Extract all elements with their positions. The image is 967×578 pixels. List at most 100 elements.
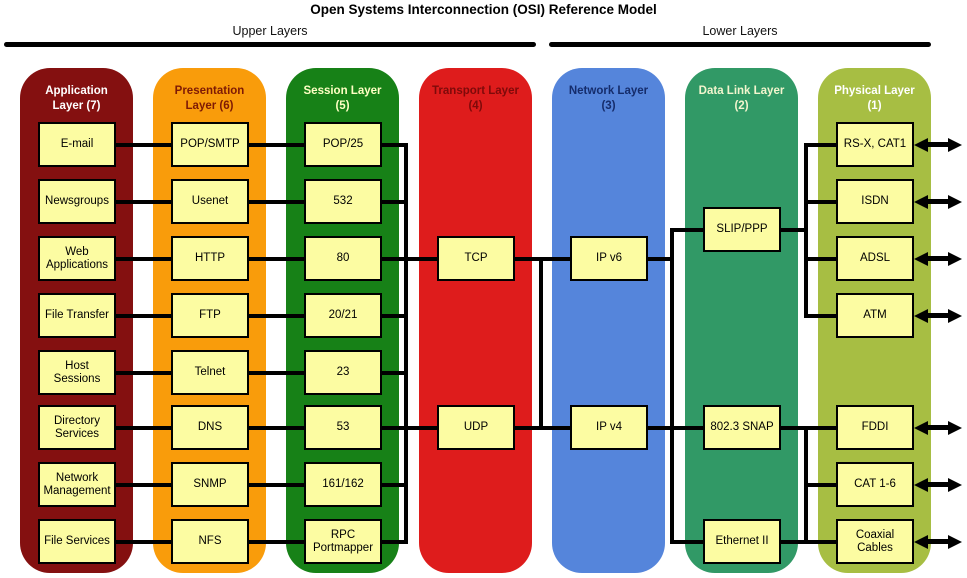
- node-ftp: FTP: [171, 293, 249, 338]
- connector-dns-53: [247, 426, 306, 430]
- node-23: 23: [304, 350, 382, 395]
- node-email: E-mail: [38, 122, 116, 167]
- lower-layers-line: [549, 42, 931, 47]
- node-ip-v6: IP v6: [570, 236, 648, 281]
- node-802-3-snap: 802.3 SNAP: [703, 405, 781, 450]
- lower-layers-label: Lower Layers: [702, 24, 778, 38]
- node-file-transfer: File Transfer: [38, 293, 116, 338]
- node-http: HTTP: [171, 236, 249, 281]
- node-pop-25: POP/25: [304, 122, 382, 167]
- node-snmp: SNMP: [171, 462, 249, 507]
- node-host-sessions: Host Sessions: [38, 350, 116, 395]
- node-adsl: ADSL: [836, 236, 914, 281]
- layer-session-title: Session Layer (5): [303, 85, 382, 112]
- connector-ftp-2021: [247, 314, 306, 318]
- node-ethernet-ii: Ethernet II: [703, 519, 781, 564]
- layer-network: Network Layer (3): [552, 68, 665, 573]
- network-datalink-bus: [670, 228, 674, 544]
- connector-80-bus: [380, 257, 408, 261]
- layer-data-link-title: Data Link Layer (2): [698, 85, 785, 112]
- connector-upperbus-rsxcat1: [804, 143, 838, 147]
- connector-53-bus: [380, 426, 408, 430]
- connector-532-bus: [380, 200, 408, 204]
- connector-directory-dns: [114, 426, 173, 430]
- layer-transport-title: Transport Layer (4): [432, 85, 519, 112]
- page-title: Open Systems Interconnection (OSI) Refer…: [310, 2, 657, 17]
- datalink-physical-upper-bus: [804, 143, 808, 318]
- node-usenet: Usenet: [171, 179, 249, 224]
- node-dns: DNS: [171, 405, 249, 450]
- node-slip-ppp: SLIP/PPP: [703, 207, 781, 252]
- bidirectional-arrow-icon: [914, 251, 962, 266]
- node-nfs: NFS: [171, 519, 249, 564]
- bidirectional-arrow-icon: [914, 420, 962, 435]
- connector-snmp-161162: [247, 483, 306, 487]
- connector-2021-bus: [380, 314, 408, 318]
- connector-bus-udp: [404, 426, 439, 430]
- connector-161162-bus: [380, 483, 408, 487]
- node-53: 53: [304, 405, 382, 450]
- node-cat-1-6: CAT 1-6: [836, 462, 914, 507]
- connector-lowerbus-cat16: [804, 483, 838, 487]
- connector-email-popsmtp: [114, 143, 173, 147]
- connector-pop25-bus: [380, 143, 408, 147]
- node-atm: ATM: [836, 293, 914, 338]
- bidirectional-arrow-icon: [914, 477, 962, 492]
- connector-8023snap-fddi: [779, 426, 838, 430]
- connector-23-bus: [380, 371, 408, 375]
- node-20-21: 20/21: [304, 293, 382, 338]
- node-80: 80: [304, 236, 382, 281]
- connector-filetransfer-ftp: [114, 314, 173, 318]
- connector-ethernetii-coaxial: [779, 540, 838, 544]
- node-pop-smtp: POP/SMTP: [171, 122, 249, 167]
- transport-network-bus: [539, 257, 543, 430]
- connector-popsmtp-pop25: [247, 143, 306, 147]
- connector-bus-tcp: [404, 257, 439, 261]
- bidirectional-arrow-icon: [914, 137, 962, 152]
- node-coaxial-cables: Coaxial Cables: [836, 519, 914, 564]
- node-newsgroups: Newsgroups: [38, 179, 116, 224]
- node-fddi: FDDI: [836, 405, 914, 450]
- node-udp: UDP: [437, 405, 515, 450]
- node-directory-services: Directory Services: [38, 405, 116, 450]
- layer-data-link: Data Link Layer (2): [685, 68, 798, 573]
- connector-upperbus-atm: [804, 314, 838, 318]
- connector-bus-ethernetii: [670, 540, 705, 544]
- layer-transport: Transport Layer (4): [419, 68, 532, 573]
- layer-presentation-title: Presentation Layer (6): [174, 85, 245, 112]
- node-isdn: ISDN: [836, 179, 914, 224]
- node-ip-v4: IP v4: [570, 405, 648, 450]
- node-file-services: File Services: [38, 519, 116, 564]
- connector-newsgroups-usenet: [114, 200, 173, 204]
- connector-bus-slipppp: [670, 228, 705, 232]
- upper-layers-line: [4, 42, 536, 47]
- connector-nfs-rpc: [247, 540, 306, 544]
- bidirectional-arrow-icon: [914, 308, 962, 323]
- node-161-162: 161/162: [304, 462, 382, 507]
- node-network-management: Network Management: [38, 462, 116, 507]
- connector-upperbus-adsl: [804, 257, 838, 261]
- connector-usenet-532: [247, 200, 306, 204]
- connector-netmgmt-snmp: [114, 483, 173, 487]
- node-tcp: TCP: [437, 236, 515, 281]
- upper-layers-label: Upper Layers: [232, 24, 308, 38]
- node-rpc-portmapper: RPC Portmapper: [304, 519, 382, 564]
- layer-network-title: Network Layer (3): [568, 85, 649, 112]
- session-transport-bus: [404, 143, 408, 544]
- layer-physical-title: Physical Layer (1): [834, 85, 915, 112]
- connector-hostsessions-telnet: [114, 371, 173, 375]
- connector-ipv4-8023snap: [646, 426, 705, 430]
- connector-telnet-23: [247, 371, 306, 375]
- node-web-applications: Web Applications: [38, 236, 116, 281]
- bidirectional-arrow-icon: [914, 194, 962, 209]
- connector-slipppp-upperbus: [779, 228, 808, 232]
- layer-application-title: Application Layer (7): [45, 85, 108, 112]
- connector-ipv6-bus: [646, 257, 674, 261]
- connector-http-80: [247, 257, 306, 261]
- node-telnet: Telnet: [171, 350, 249, 395]
- node-rs-x-cat1: RS-X, CAT1: [836, 122, 914, 167]
- connector-upperbus-isdn: [804, 200, 838, 204]
- connector-rpc-bus: [380, 540, 408, 544]
- node-532: 532: [304, 179, 382, 224]
